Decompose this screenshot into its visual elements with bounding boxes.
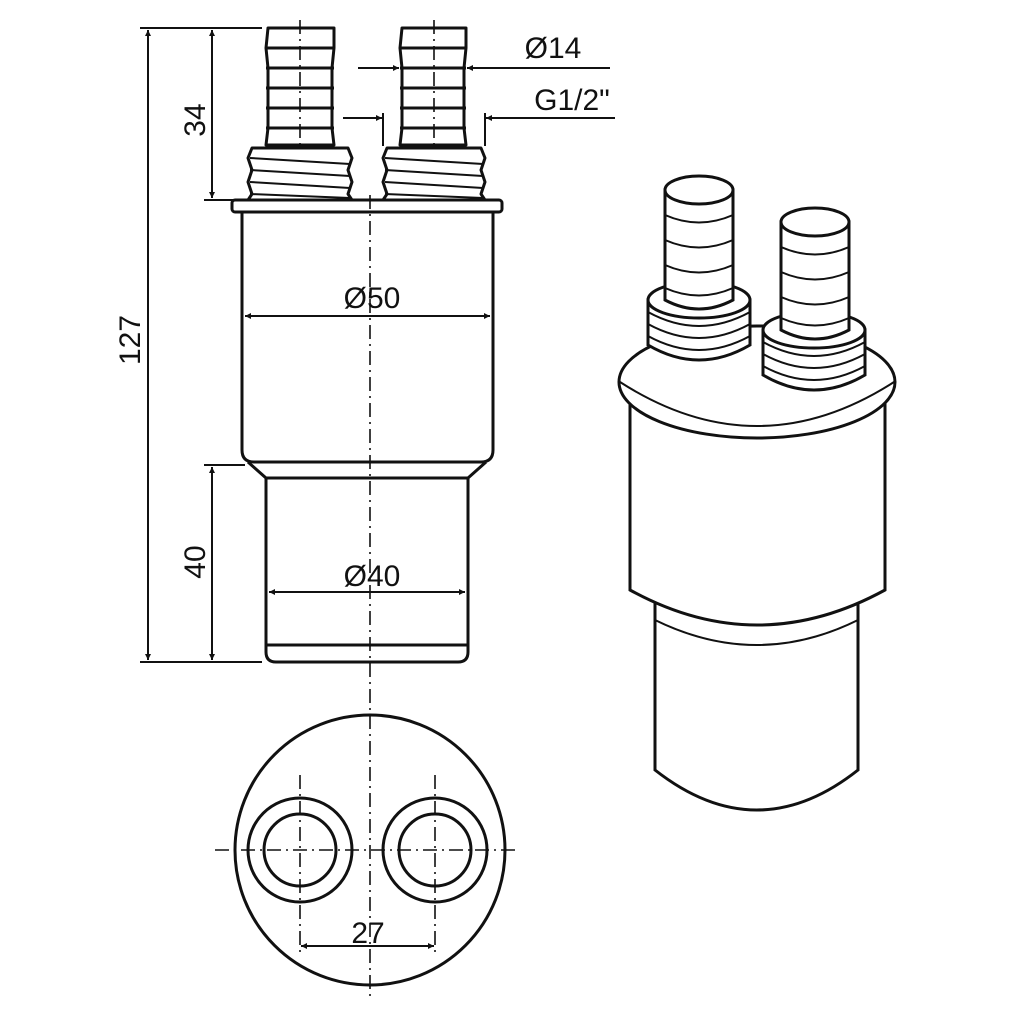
dim-spigot-height: 40 [179,545,212,578]
nozzle-right [398,26,468,147]
lower-spigot [264,478,470,664]
isometric-view [617,174,897,812]
dim-thread: G1/2" [534,84,610,117]
top-view [215,713,520,987]
iso-nozzle-right [761,206,867,392]
transition-band [247,460,487,480]
centerlines [299,20,435,1000]
thread-left [246,146,354,202]
dim-nozzle-diameter: Ø14 [525,32,582,65]
dim-nozzle-height: 34 [179,103,212,136]
thread-right [381,146,487,202]
iso-nozzle-left [646,174,752,362]
dim-nozzle-spacing: 27 [351,917,384,950]
front-view [230,20,504,1000]
dim-spigot-diameter: Ø40 [344,560,401,593]
dimensions: 127 34 40 Ø50 Ø40 Ø14 G1/2" 27 [114,27,615,950]
flange [230,198,504,214]
dim-body-diameter: Ø50 [344,282,401,315]
dim-total-height: 127 [114,315,147,365]
upper-body [240,212,495,464]
